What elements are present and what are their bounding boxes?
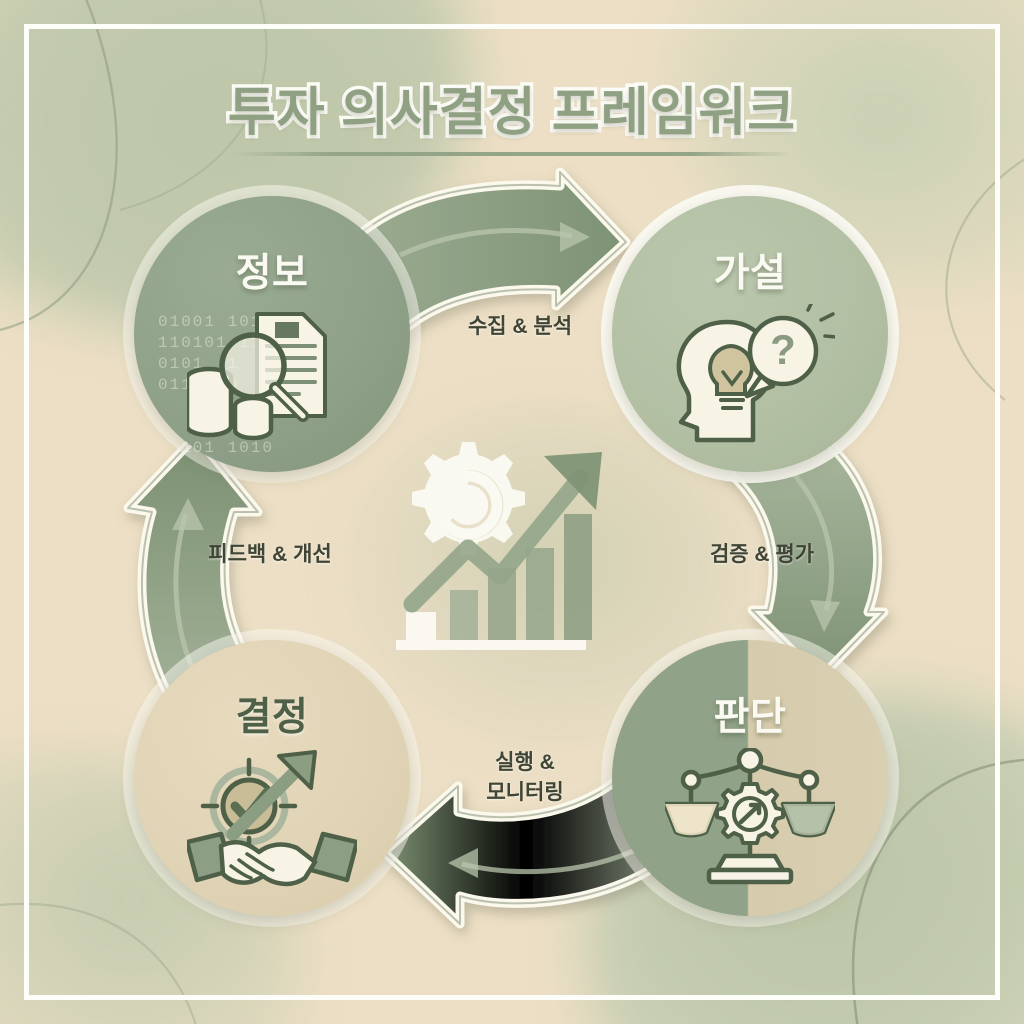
head-lightbulb-question-icon: ? [676, 304, 835, 443]
node-ring [123, 629, 421, 927]
node-label-hypothesis: 가설 [713, 252, 787, 295]
node-ring [601, 629, 899, 927]
node-hypothesis[interactable]: 가설 ? [601, 185, 899, 483]
lightbulb-shape [708, 343, 754, 410]
node-judgment[interactable]: 판단 [601, 629, 899, 927]
spark-lines [806, 304, 835, 339]
question-bubble-shape: ? [744, 315, 819, 399]
rising-arrow-shape [403, 452, 602, 613]
handshake-target-arrow-icon [187, 750, 357, 887]
connector-label-execute-line2: 모니터링 [486, 781, 564, 804]
node-ring [601, 185, 899, 483]
connector-label-verify: 검증 & 평가 [709, 543, 815, 566]
magnifier-document-database-icon [187, 312, 327, 441]
connector-label-execute: 실행 & 모니터링 [435, 748, 615, 808]
gear-shape [412, 442, 525, 555]
magnifier-shape [219, 332, 309, 422]
handshake-shape [187, 831, 357, 887]
connector-label-collect: 수집 & 분석 [467, 315, 573, 338]
balance-scale-gear-icon [665, 748, 835, 885]
svg-text:?: ? [770, 326, 796, 373]
gear-growth-chart-icon [396, 442, 602, 650]
page-title: 투자 의사결정 프레임워크 [224, 81, 798, 146]
node-ring [123, 185, 421, 483]
gear-shape [715, 782, 785, 845]
node-label-decision: 결정 [235, 696, 309, 739]
title-underline [232, 152, 792, 156]
connector-label-feedback: 피드백 & 개선 [208, 543, 332, 566]
node-label-judgment: 판단 [713, 696, 787, 739]
node-decision[interactable]: 결정 [123, 629, 421, 927]
node-information[interactable]: 01001 101 110101 11 0101 1 0111 10 11 10… [123, 185, 421, 483]
connector-label-execute-line1: 실행 & [495, 751, 555, 774]
bar-chart-shape [396, 514, 592, 650]
title-block: 투자 의사결정 프레임워크 [0, 70, 1024, 146]
node-label-information: 정보 [235, 252, 309, 295]
